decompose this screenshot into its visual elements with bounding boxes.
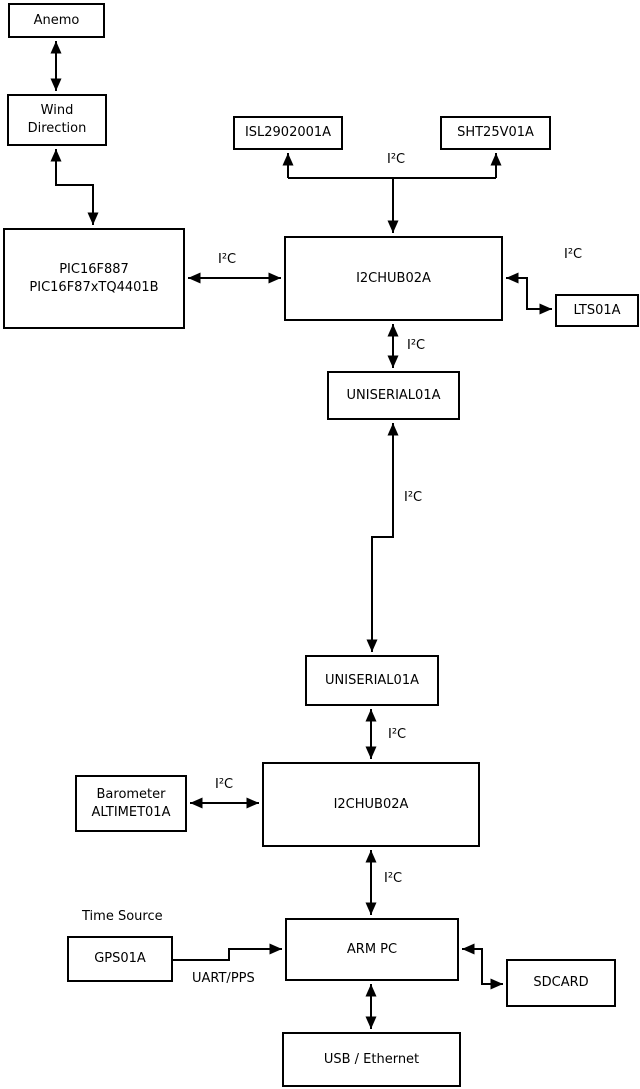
node-pic-line1: PIC16F887 xyxy=(59,261,129,277)
node-anemo-label: Anemo xyxy=(33,12,80,28)
node-pic: PIC16F887 PIC16F87xTQ4401B xyxy=(3,228,185,329)
node-uniserial01a-2: UNISERIAL01A xyxy=(305,655,439,706)
edge-wind-pic xyxy=(50,149,99,225)
node-isl2902001a: ISL2902001A xyxy=(233,116,343,150)
node-usb-ethernet: USB / Ethernet xyxy=(282,1032,461,1087)
node-wind-direction-line1: Wind xyxy=(40,103,74,119)
node-lts01a: LTS01A xyxy=(555,294,639,327)
node-barometer-line2: ALTIMET01A xyxy=(91,804,171,820)
time-source-label: Time Source xyxy=(82,909,163,924)
node-gps01a: GPS01A xyxy=(67,936,173,982)
node-uniserial01a-1-label: UNISERIAL01A xyxy=(346,387,441,403)
node-sht25v01a-label: SHT25V01A xyxy=(457,125,534,141)
edge-sensor-bus xyxy=(282,153,502,233)
node-isl2902001a-label: ISL2902001A xyxy=(244,125,332,141)
node-gps01a-label: GPS01A xyxy=(94,951,146,967)
node-barometer-line1: Barometer xyxy=(96,786,166,802)
i2c-label-uniserial2-hub2: I²C xyxy=(388,727,407,742)
node-anemo: Anemo xyxy=(8,3,105,38)
node-i2chub02a-2-label: I2CHUB02A xyxy=(333,796,409,812)
node-barometer: Barometer ALTIMET01A xyxy=(75,775,187,832)
i2c-label-hub1-uniserial1: I²C xyxy=(407,338,426,353)
node-i2chub02a-2: I2CHUB02A xyxy=(262,762,480,847)
node-lts01a-label: LTS01A xyxy=(573,302,621,318)
node-arm-pc-label: ARM PC xyxy=(346,941,398,957)
uart-pps-label: UART/PPS xyxy=(192,971,255,986)
i2c-label-sensor-bus: I²C xyxy=(387,152,406,167)
node-sht25v01a: SHT25V01A xyxy=(440,116,551,150)
node-pic-line2: PIC16F87xTQ4401B xyxy=(29,279,159,295)
i2c-label-hub2-armpc: I²C xyxy=(384,871,403,886)
edge-armpc-sdcard xyxy=(462,943,503,990)
node-uniserial01a-1: UNISERIAL01A xyxy=(327,371,460,420)
i2c-label-uniserial1-uniserial2: I²C xyxy=(404,490,423,505)
node-usb-ethernet-label: USB / Ethernet xyxy=(323,1051,420,1067)
i2c-label-pic-hub1: I²C xyxy=(218,252,237,267)
node-sdcard-label: SDCARD xyxy=(533,975,589,991)
i2c-label-lts: I²C xyxy=(564,247,583,262)
node-i2chub02a-1-label: I2CHUB02A xyxy=(356,270,431,286)
edge-uniserial1-uniserial2 xyxy=(366,423,399,652)
node-i2chub02a-1: I2CHUB02A xyxy=(284,236,503,321)
node-uniserial01a-2-label: UNISERIAL01A xyxy=(325,672,419,688)
node-arm-pc: ARM PC xyxy=(285,918,459,981)
edge-hub1-lts xyxy=(506,272,552,315)
i2c-label-barometer-hub2: I²C xyxy=(215,777,234,792)
edge-gps-armpc xyxy=(173,943,282,961)
node-wind-direction: Wind Direction xyxy=(7,94,107,146)
node-sdcard: SDCARD xyxy=(506,959,616,1007)
node-wind-direction-line2: Direction xyxy=(27,121,87,136)
